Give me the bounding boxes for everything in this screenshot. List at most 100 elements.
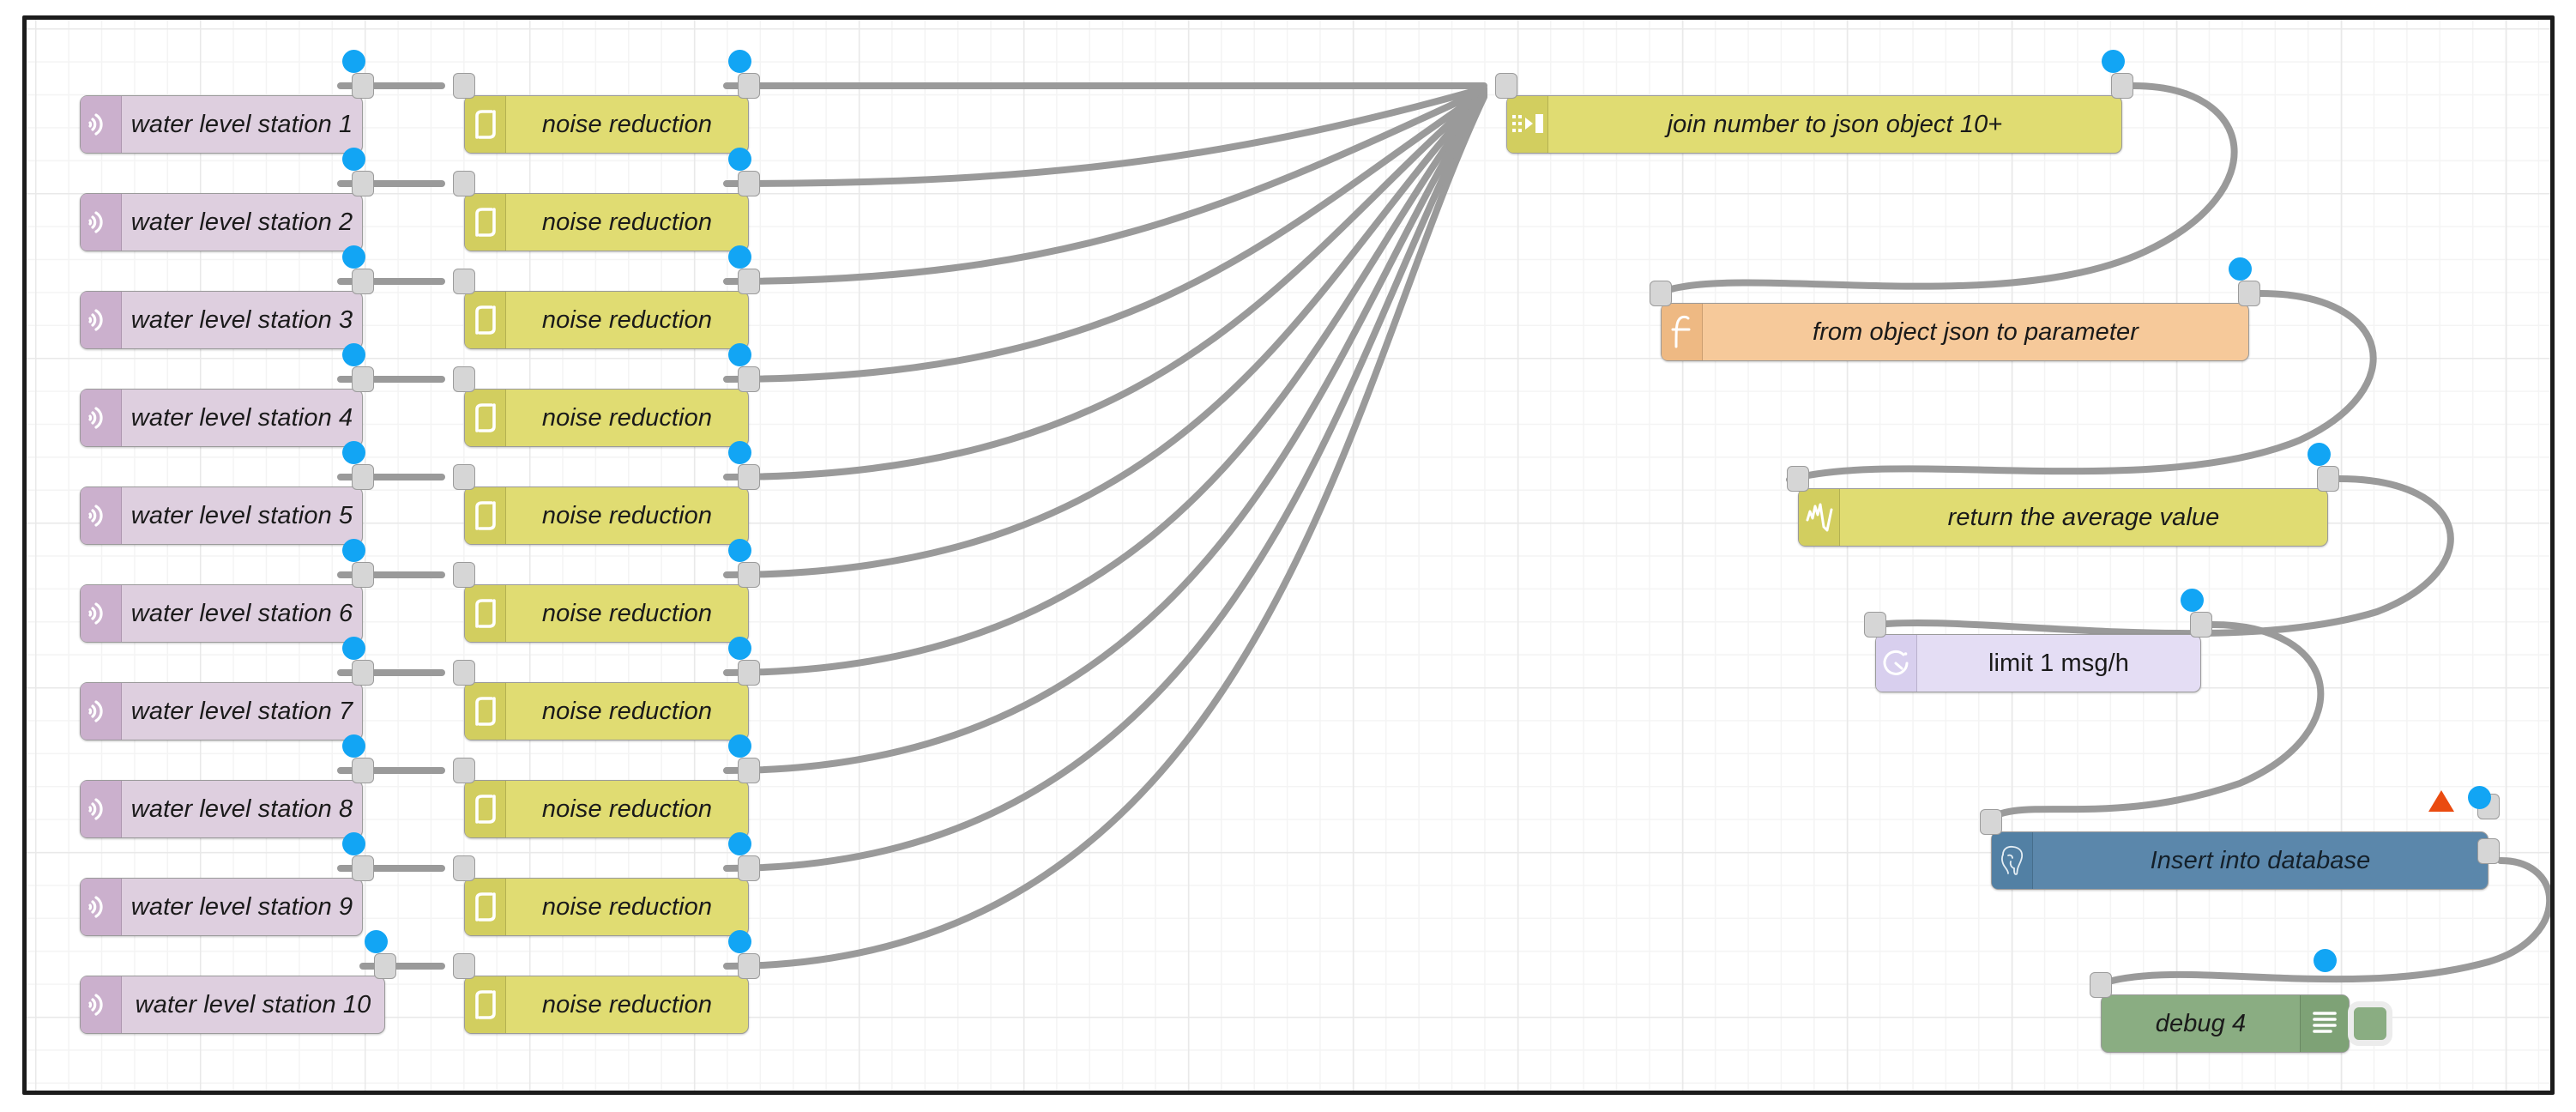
mqtt-signal-icon — [81, 585, 122, 642]
port-out-filter-8[interactable] — [738, 758, 760, 783]
step-function-icon — [465, 683, 506, 740]
node-noise-reduction-7[interactable]: noise reduction — [464, 682, 749, 740]
flow-canvas-frame: water level station 1 water level statio… — [22, 15, 2555, 1095]
status-dot-average — [2308, 443, 2331, 466]
port-in-filter-8[interactable] — [453, 758, 475, 783]
node-join-number-to-json-object[interactable]: join number to json object 10+ — [1506, 95, 2122, 154]
port-out-filter-7[interactable] — [738, 660, 760, 686]
debug-enable-toggle-button[interactable] — [2348, 1001, 2392, 1046]
port-out-join[interactable] — [2111, 73, 2133, 99]
port-out-filter-1[interactable] — [738, 73, 760, 99]
port-in-filter-9[interactable] — [453, 855, 475, 881]
port-out-function[interactable] — [2238, 281, 2260, 306]
port-out-filter-2[interactable] — [738, 171, 760, 196]
function-icon — [1662, 304, 1703, 360]
port-in-debug[interactable] — [2090, 972, 2112, 998]
node-label: water level station 8 — [130, 795, 353, 823]
node-function-from-object-json-to-parameter[interactable]: from object json to parameter — [1661, 303, 2249, 361]
wire-group-main-chain — [1653, 82, 2550, 989]
node-label: return the average value — [1947, 503, 2220, 531]
port-out-filter-9[interactable] — [738, 855, 760, 881]
node-noise-reduction-5[interactable]: noise reduction — [464, 486, 749, 545]
node-noise-reduction-8[interactable]: noise reduction — [464, 780, 749, 838]
node-noise-reduction-10[interactable]: noise reduction — [464, 976, 749, 1034]
debug-lines-icon — [2300, 995, 2349, 1052]
port-out-filter-4[interactable] — [738, 366, 760, 392]
node-mqtt-water-level-station-9[interactable]: water level station 9 — [80, 878, 363, 936]
port-out-filter-10[interactable] — [738, 953, 760, 979]
port-out-station-7[interactable] — [352, 660, 374, 686]
node-mqtt-water-level-station-2[interactable]: water level station 2 — [80, 193, 363, 251]
mqtt-signal-icon — [81, 292, 122, 348]
port-out-station-9[interactable] — [352, 855, 374, 881]
node-mqtt-water-level-station-10[interactable]: water level station 10 — [80, 976, 385, 1034]
node-mqtt-water-level-station-1[interactable]: water level station 1 — [80, 95, 363, 154]
port-out-filter-6[interactable] — [738, 562, 760, 588]
port-out-limit[interactable] — [2190, 612, 2212, 638]
node-label: noise reduction — [541, 305, 713, 334]
wire-filter-7-to-join — [723, 91, 1487, 676]
node-postgres-insert-into-database[interactable]: Insert into database — [1991, 831, 2489, 890]
port-out-station-8[interactable] — [352, 758, 374, 783]
status-dot-database — [2468, 786, 2491, 809]
node-label: noise reduction — [541, 501, 713, 529]
port-out-database-2[interactable] — [2477, 838, 2500, 864]
node-label: water level station 9 — [130, 892, 353, 921]
stopwatch-icon — [1876, 635, 1917, 692]
node-label: noise reduction — [541, 795, 713, 823]
port-in-limit[interactable] — [1864, 612, 1886, 638]
node-noise-reduction-1[interactable]: noise reduction — [464, 95, 749, 154]
port-out-filter-5[interactable] — [738, 464, 760, 490]
status-dot-filter-3 — [728, 245, 751, 269]
port-in-database[interactable] — [1980, 809, 2002, 835]
node-mqtt-water-level-station-8[interactable]: water level station 8 — [80, 780, 363, 838]
node-mqtt-water-level-station-7[interactable]: water level station 7 — [80, 682, 363, 740]
node-mqtt-water-level-station-3[interactable]: water level station 3 — [80, 291, 363, 349]
node-mqtt-water-level-station-5[interactable]: water level station 5 — [80, 486, 363, 545]
port-out-station-10[interactable] — [374, 953, 396, 979]
node-label: noise reduction — [541, 208, 713, 236]
node-mqtt-water-level-station-4[interactable]: water level station 4 — [80, 389, 363, 447]
node-label: water level station 5 — [130, 501, 353, 529]
status-dot-filter-9 — [728, 832, 751, 855]
node-mqtt-water-level-station-6[interactable]: water level station 6 — [80, 584, 363, 643]
wire-filter-9-to-join — [723, 93, 1487, 872]
node-noise-reduction-9[interactable]: noise reduction — [464, 878, 749, 936]
port-in-filter-6[interactable] — [453, 562, 475, 588]
port-in-filter-1[interactable] — [453, 73, 475, 99]
postgres-elephant-icon — [1992, 832, 2033, 889]
port-in-filter-10[interactable] — [453, 953, 475, 979]
node-limit-rate[interactable]: limit 1 msg/h — [1875, 634, 2201, 692]
port-in-filter-3[interactable] — [453, 269, 475, 294]
mqtt-signal-icon — [81, 194, 122, 251]
node-label: water level station 6 — [130, 599, 353, 627]
join-icon — [1507, 96, 1548, 153]
node-noise-reduction-6[interactable]: noise reduction — [464, 584, 749, 643]
warning-triangle-icon — [2428, 790, 2454, 812]
port-out-station-4[interactable] — [352, 366, 374, 392]
port-out-station-3[interactable] — [352, 269, 374, 294]
node-return-the-average-value[interactable]: return the average value — [1798, 488, 2328, 547]
port-out-station-1[interactable] — [352, 73, 374, 99]
node-noise-reduction-3[interactable]: noise reduction — [464, 291, 749, 349]
wire-filter-5-to-join — [723, 89, 1487, 480]
port-out-station-2[interactable] — [352, 171, 374, 196]
port-in-filter-7[interactable] — [453, 660, 475, 686]
node-noise-reduction-4[interactable]: noise reduction — [464, 389, 749, 447]
node-noise-reduction-2[interactable]: noise reduction — [464, 193, 749, 251]
port-in-filter-4[interactable] — [453, 366, 475, 392]
port-out-station-6[interactable] — [352, 562, 374, 588]
node-debug-4[interactable]: debug 4 — [2101, 994, 2350, 1053]
mqtt-signal-icon — [81, 976, 122, 1033]
port-in-filter-5[interactable] — [453, 464, 475, 490]
port-in-filter-2[interactable] — [453, 171, 475, 196]
status-dot-station-9 — [342, 832, 365, 855]
port-in-function[interactable] — [1650, 281, 1672, 306]
port-out-station-5[interactable] — [352, 464, 374, 490]
port-in-average[interactable] — [1787, 466, 1809, 492]
port-out-filter-3[interactable] — [738, 269, 760, 294]
port-out-average[interactable] — [2317, 466, 2339, 492]
port-in-join[interactable] — [1495, 73, 1517, 99]
status-dot-station-1 — [342, 50, 365, 73]
status-dot-function — [2229, 257, 2252, 281]
